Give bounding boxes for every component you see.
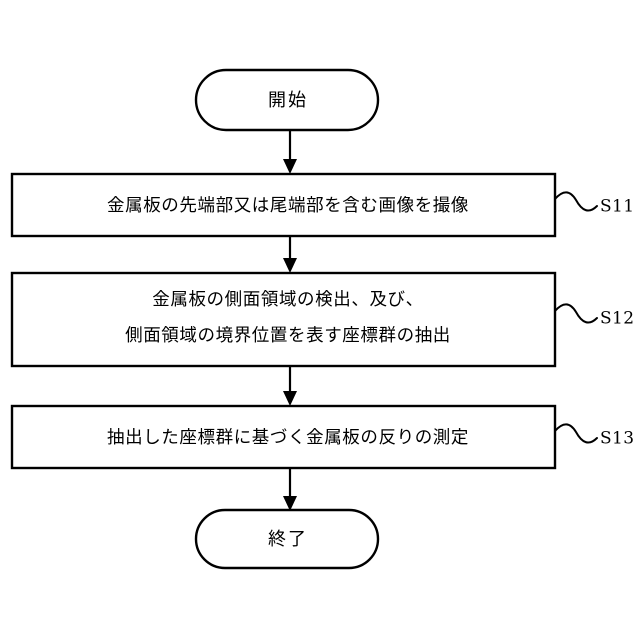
leader-squiggle-icon [554,423,598,444]
start-terminal-shape [194,68,380,132]
end-terminal-shape [194,508,380,570]
node-step1[interactable]: 金属板の先端部又は尾端部を含む画像を撮像 [10,172,557,238]
step3-label: 抽出した座標群に基づく金属板の反りの測定 [107,428,469,448]
connector-step2-to-step3 [283,366,297,406]
arrow-head-icon [283,159,297,174]
connector-step1-to-step2 [283,236,297,273]
arrow-head-icon [283,496,297,511]
step1-process-shape [10,172,557,238]
step2-process-shape [10,271,557,368]
leader-squiggle-icon [554,303,598,324]
node-end[interactable]: 終了 [194,508,380,570]
step3-step-label: S13 [600,429,634,449]
step2-step-label: S12 [600,309,634,329]
connector-step3-to-end [283,469,297,511]
node-step2[interactable]: 金属板の側面領域の検出、及び、 側面領域の境界位置を表す座標群の抽出 [10,271,557,368]
start-label: 開始 [268,90,308,111]
step-marker-s12: S12 [554,303,634,329]
arrow-head-icon [283,258,297,273]
step-marker-s13: S13 [554,423,634,449]
step2-label-line1: 金属板の側面領域の検出、及び、 [152,290,424,310]
step1-step-label: S11 [600,197,634,217]
step3-process-shape [10,404,557,470]
step1-label: 金属板の先端部又は尾端部を含む画像を撮像 [107,196,469,216]
connector-start-to-step1 [283,130,297,174]
node-step3[interactable]: 抽出した座標群に基づく金属板の反りの測定 [10,404,557,470]
leader-squiggle-icon [554,191,598,212]
step-marker-s11: S11 [554,191,634,217]
node-start[interactable]: 開始 [194,68,380,132]
step2-label-line2: 側面領域の境界位置を表す座標群の抽出 [125,326,451,346]
end-label: 終了 [268,529,308,550]
arrow-head-icon [283,391,297,406]
